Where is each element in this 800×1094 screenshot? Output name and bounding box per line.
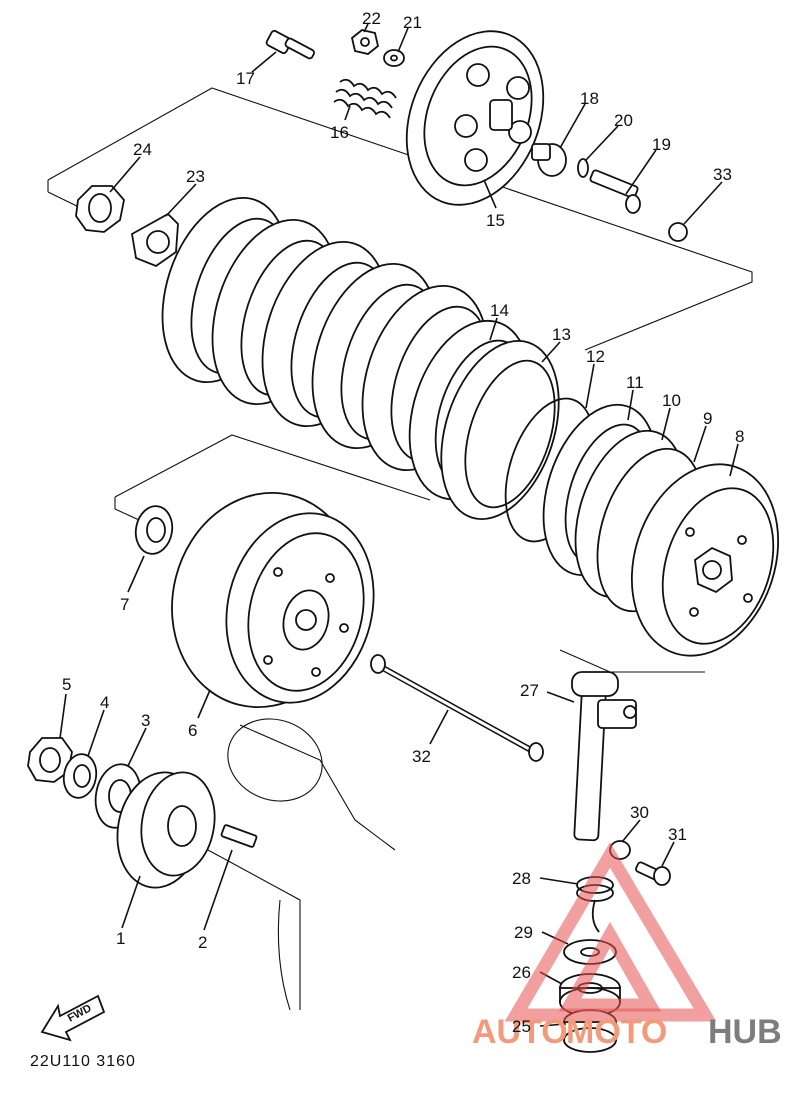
callout-14: 14	[490, 301, 509, 320]
push-piece-18	[531, 143, 567, 177]
callout-13: 13	[552, 325, 571, 344]
callout-1: 1	[116, 929, 125, 948]
leader-lines	[59, 23, 739, 1027]
callout-7: 7	[120, 595, 129, 614]
callout-24: 24	[133, 140, 152, 159]
callout-9: 9	[703, 409, 712, 428]
callout-numbers: 17 22 21 16 15 18 20 19 33 24 23 14 13 1…	[62, 9, 744, 1036]
callout-21: 21	[403, 13, 422, 32]
callout-22: 22	[362, 9, 381, 28]
callout-29: 29	[514, 923, 533, 942]
push-rod-32	[370, 654, 544, 762]
ball-33	[668, 222, 688, 242]
callout-23: 23	[186, 167, 205, 186]
nut-22	[350, 29, 380, 55]
clutch-housing-6	[171, 491, 375, 709]
callout-12: 12	[586, 347, 605, 366]
callout-20: 20	[614, 111, 633, 130]
screw-31	[635, 861, 671, 886]
watermark-hub-text: HUB	[708, 1013, 782, 1051]
callout-18: 18	[580, 89, 599, 108]
o-ring-20	[577, 158, 589, 178]
callout-10: 10	[662, 391, 681, 410]
drawing-code: 22U110 3160	[30, 1053, 136, 1070]
bolt-19	[589, 169, 641, 214]
nut-24	[75, 185, 125, 233]
key-2	[220, 824, 258, 848]
washer-7	[134, 505, 174, 555]
callout-26: 26	[512, 963, 531, 982]
watermark-moto-text: MOTO	[566, 1013, 667, 1051]
washer-21	[383, 49, 405, 67]
callout-3: 3	[141, 711, 150, 730]
callout-33: 33	[713, 165, 732, 184]
callout-4: 4	[100, 693, 109, 712]
clutch-boss-8	[630, 463, 780, 657]
plate-13	[440, 340, 560, 520]
callout-17: 17	[236, 69, 255, 88]
callout-31: 31	[668, 825, 687, 844]
lock-washer-4	[62, 753, 98, 799]
lock-washer-23	[131, 212, 179, 268]
crankshaft-outline	[207, 718, 396, 1011]
watermark-logo: AUTO MOTO HUB	[472, 842, 782, 1051]
callout-5: 5	[62, 675, 71, 694]
pressure-plate-15	[405, 30, 545, 206]
drive-gear-1	[116, 771, 216, 889]
push-lever-27	[571, 671, 637, 842]
callout-25: 25	[512, 1017, 531, 1036]
callout-6: 6	[188, 721, 197, 740]
watermark-auto-text: AUTO	[472, 1013, 568, 1051]
callout-27: 27	[520, 681, 539, 700]
bolt-17	[265, 29, 315, 60]
callout-32: 32	[412, 747, 431, 766]
callout-2: 2	[198, 933, 207, 952]
callout-8: 8	[735, 427, 744, 446]
friction-plates	[161, 196, 490, 472]
upper-frame	[47, 87, 753, 351]
callout-28: 28	[512, 869, 531, 888]
callout-15: 15	[486, 211, 505, 230]
callout-16: 16	[330, 123, 349, 142]
fwd-arrow-icon: FWD	[40, 994, 106, 1042]
callout-30: 30	[630, 803, 649, 822]
callout-19: 19	[652, 135, 671, 154]
spring-16	[333, 78, 397, 119]
lower-frame	[114, 434, 431, 501]
callout-11: 11	[626, 373, 644, 392]
